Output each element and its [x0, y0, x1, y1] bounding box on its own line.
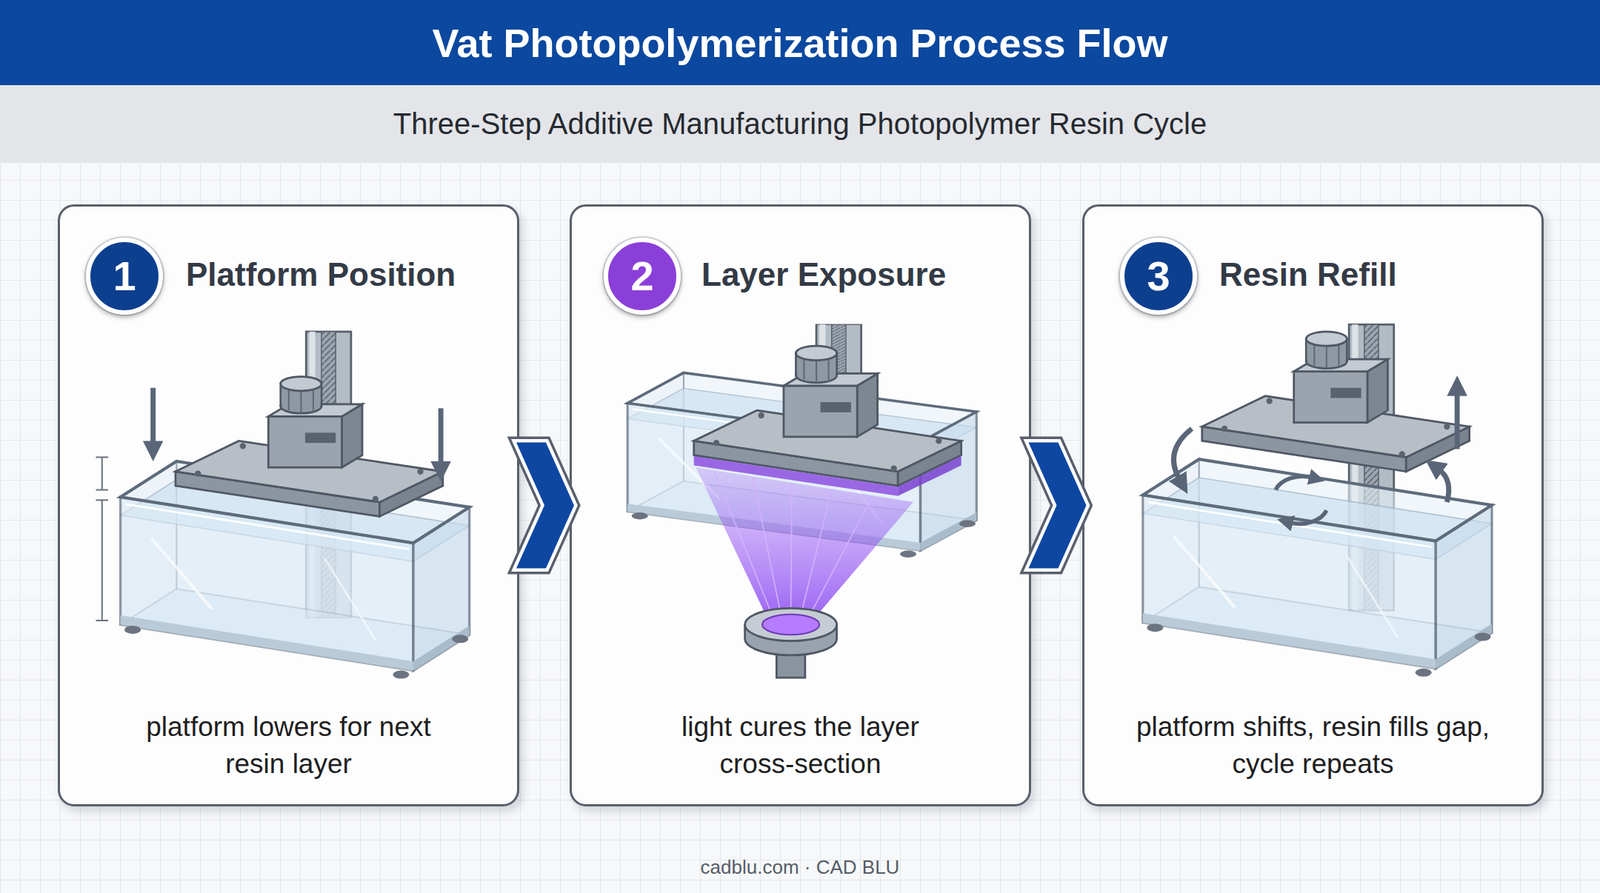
chevron-halo: [1028, 442, 1087, 569]
process-step-panel: Platform Position platform lowers for nex…: [57, 204, 520, 807]
subtitle-band: Three-Step Additive Manufacturing Photop…: [0, 85, 1600, 163]
step-number: 3: [1146, 255, 1170, 298]
subtitle-text: Three-Step Additive Manufacturing Photop…: [393, 107, 1207, 141]
step-number: 2: [630, 255, 654, 298]
process-step-panel: Layer Exposure light cures the layer cros…: [569, 204, 1032, 807]
chevron-arrow: [1028, 442, 1087, 569]
step-number-badge: 3: [1120, 237, 1198, 315]
title-bar: Vat Photopolymerization Process Flow: [0, 0, 1600, 86]
chevron-halo: [516, 442, 575, 569]
step-description: light cures the layer cross-section: [641, 708, 960, 783]
step-number-badge: 1: [85, 237, 163, 315]
chevron-arrow: [516, 442, 575, 569]
process-step-panel: Resin Refill platform shifts, resin fills…: [1082, 204, 1544, 807]
chevron-outline: [516, 442, 575, 569]
flow-chevron: [516, 442, 575, 569]
step-heading: Platform Position: [185, 252, 456, 298]
step-heading: Layer Exposure: [701, 252, 946, 298]
chevron-outline: [1028, 442, 1087, 569]
step-number-badge: 2: [603, 237, 681, 315]
step-number: 1: [112, 255, 136, 298]
step-heading: Resin Refill: [1219, 252, 1398, 298]
flow-chevron: [1028, 442, 1087, 569]
watermark-text: cadblu.com · CAD BLU: [0, 856, 1600, 880]
step-description: platform shifts, resin fills gap, cycle …: [1128, 708, 1499, 783]
diagram-title: Vat Photopolymerization Process Flow: [431, 20, 1168, 66]
step-description: platform lowers for next resin layer: [140, 708, 438, 783]
